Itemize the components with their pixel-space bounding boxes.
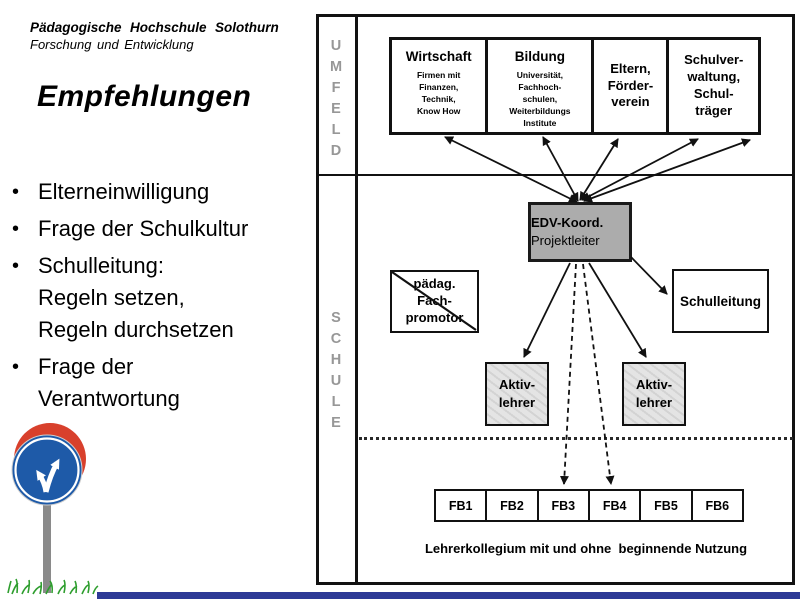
- bullet-list: • Elterneinwilligung • Frage der Schulku…: [12, 176, 312, 420]
- box-schulleitung: Schulleitung: [672, 269, 769, 333]
- box-line: Weiterbildungs: [509, 105, 571, 116]
- box-line: Projektleiter: [531, 233, 600, 248]
- box-line: Universität,: [516, 70, 564, 80]
- zone-letter: U: [330, 373, 342, 389]
- zone-letter: U: [330, 38, 342, 54]
- sign-pole: [43, 503, 51, 593]
- box-line: Aktiv-: [498, 376, 536, 392]
- institution-header: Pädagogische Hochschule Solothurn Forsch…: [30, 20, 279, 53]
- box-line: Firmen mit: [416, 70, 461, 80]
- box-line: pädag.: [413, 276, 456, 292]
- zone-letter: E: [331, 101, 341, 117]
- zone-letter: L: [331, 394, 341, 410]
- box-line: schulen,: [522, 93, 558, 104]
- box-line: Institute: [523, 117, 557, 128]
- bullet-dot: •: [12, 255, 20, 277]
- direction-sign-illustration: [7, 423, 99, 595]
- bullet-text: Schulleitung:: [38, 253, 164, 278]
- zone-letter: F: [331, 80, 341, 96]
- zone-letter: C: [330, 331, 342, 347]
- box-line: Förder-: [607, 77, 654, 93]
- box-line: Technik,: [421, 93, 456, 104]
- fb-cell: FB4: [587, 491, 639, 520]
- bullet-text: Frage der: [38, 354, 134, 379]
- box-line: Aktiv-: [635, 376, 673, 392]
- box-aktivlehrer-right: Aktiv- lehrer: [622, 362, 686, 426]
- bullet-text: Regeln durchsetzen: [38, 317, 234, 342]
- box-line: Schul-: [693, 86, 734, 101]
- bullet-text: Elterneinwilligung: [38, 179, 210, 204]
- sign-red-disc: [14, 423, 86, 495]
- fb-cell: FB3: [536, 491, 588, 520]
- box-wirtschaft: Wirtschaft Firmen mit Finanzen, Technik,…: [392, 40, 485, 132]
- zone-letter: M: [329, 59, 343, 75]
- zone-letter: H: [330, 352, 342, 368]
- box-title: Bildung: [514, 49, 566, 64]
- box-edv-koordinator: EDV-Koord. Projektleiter: [528, 202, 632, 262]
- zone-letter: L: [331, 122, 341, 138]
- box-line: Schulver-: [684, 52, 744, 68]
- box-eltern-foerderverein: Eltern, Förder- verein: [591, 40, 666, 132]
- box-line: Finanzen,: [419, 81, 459, 92]
- box-aktivlehrer-left: Aktiv- lehrer: [485, 362, 549, 426]
- box-line: lehrer: [498, 395, 536, 410]
- box-line: promotor: [405, 309, 464, 325]
- box-line: EDV-Koord.: [531, 214, 604, 230]
- zone-strip-divider: [355, 14, 358, 585]
- box-line: waltung,: [687, 69, 741, 85]
- usage-boundary-dotted-line: [359, 437, 793, 440]
- umfeld-schule-divider: [316, 174, 795, 176]
- bullet-dot: •: [12, 356, 20, 378]
- fachbereich-row: FB1 FB2 FB3 FB4 FB5 FB6: [434, 489, 744, 522]
- page-title: Empfehlungen: [37, 80, 252, 113]
- sign-blue-disc: [11, 434, 83, 506]
- grass: [7, 578, 99, 595]
- fb-cell: FB1: [448, 498, 473, 513]
- bullet-dot: •: [12, 181, 20, 203]
- fb-cell: FB5: [639, 491, 690, 520]
- box-bildung: Bildung Universität, Fachhoch- schulen, …: [485, 40, 591, 132]
- bullet-item: • Elterneinwilligung: [12, 176, 312, 208]
- box-line: lehrer: [635, 395, 673, 410]
- institution-name: Pädagogische Hochschule Solothurn: [30, 20, 279, 35]
- box-line: Fach-: [417, 293, 452, 309]
- box-line: Schulleitung: [680, 293, 761, 309]
- box-line: Know How: [416, 105, 461, 116]
- box-paedag-fachpromotor-crossed: pädag. Fach- promotor: [390, 270, 479, 333]
- fork-arrows-icon: [36, 458, 60, 493]
- footer-accent-bar: [97, 592, 800, 599]
- box-line: Eltern,: [610, 60, 651, 76]
- institution-subtitle: Forschung und Entwicklung: [30, 36, 194, 52]
- bullet-text: Frage der Schulkultur: [38, 216, 249, 241]
- zone-letter: D: [330, 143, 342, 159]
- bullet-text: Regeln setzen,: [38, 285, 185, 310]
- bullet-dot: •: [12, 218, 20, 240]
- box-line: träger: [695, 102, 733, 118]
- zone-label-umfeld: U M F E L D: [316, 36, 356, 162]
- box-title: Wirtschaft: [405, 49, 472, 64]
- zone-label-schule: S C H U L E: [316, 308, 356, 434]
- diagram-caption: Lehrerkollegium mit und ohne beginnende …: [424, 541, 748, 556]
- box-line: Fachhoch-: [518, 81, 562, 92]
- bullet-item: • Frage der Verantwortung: [12, 351, 312, 415]
- zone-letter: S: [331, 310, 341, 326]
- sign-white-ring: [14, 437, 80, 503]
- bullet-text: Verantwortung: [38, 386, 180, 411]
- box-schulverwaltung: Schulver- waltung, Schul- träger: [666, 40, 758, 132]
- box-line: verein: [611, 94, 650, 110]
- fb-cell: FB6: [690, 491, 742, 520]
- zone-letter: E: [331, 415, 341, 431]
- bullet-item: • Frage der Schulkultur: [12, 213, 312, 245]
- bullet-item: • Schulleitung: Regeln setzen, Regeln du…: [12, 250, 312, 346]
- environment-boxes-row: Wirtschaft Firmen mit Finanzen, Technik,…: [389, 37, 761, 135]
- fb-cell: FB2: [485, 491, 536, 520]
